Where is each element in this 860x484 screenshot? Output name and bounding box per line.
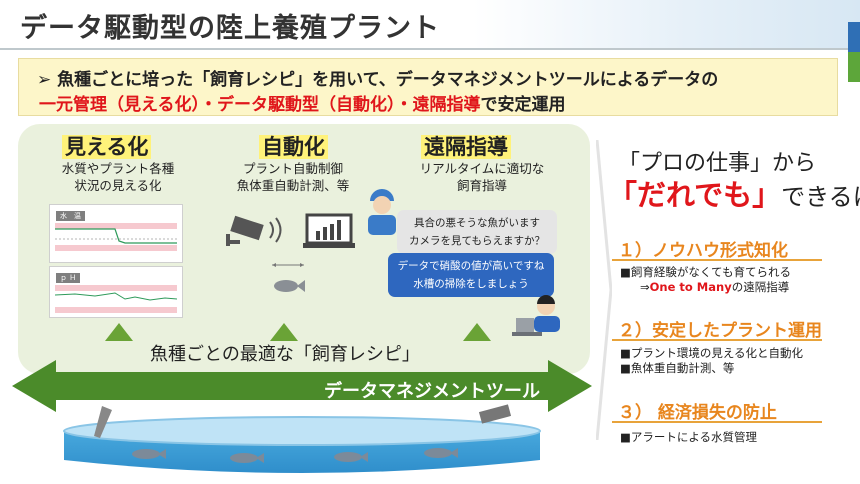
banner-line-1: ➢ 魚種ごとに培った「飼育レシピ」を用いて、データマネジメントツールによるデータ… <box>37 65 718 90</box>
summary-banner: ➢ 魚種ごとに培った「飼育レシピ」を用いて、データマネジメントツールによるデータ… <box>18 58 838 116</box>
column-sub-automation: プラント自動制御魚体重自動計測、等 <box>236 161 350 193</box>
point-3-heading: ３） 経済損失の防止 <box>618 403 777 423</box>
chart-label-temperature: 水 温 <box>56 211 85 221</box>
page-title: データ駆動型の陸上養殖プラント <box>20 13 440 44</box>
monitor-chart-icon <box>303 213 355 248</box>
up-arrow-3-icon <box>463 323 491 341</box>
corner-accent-green <box>848 52 860 82</box>
point-2-text: ■プラント環境の見える化と自動化 ■魚体重自動計測、等 <box>620 346 804 375</box>
recipe-label: 魚種ごとの最適な「飼育レシピ」 <box>150 344 420 365</box>
fish-weight-icon <box>272 263 305 292</box>
banner-line-2: 一元管理（見える化）・データ駆動型（自動化）・遠隔指導で安定運用 <box>39 90 566 115</box>
title-bar <box>0 0 860 48</box>
point-1-text: ■飼育経験がなくても育てられる ⇒One to Manyの遠隔指導 <box>620 265 791 294</box>
point-3-text: ■アラートによる水質管理 <box>620 430 758 444</box>
banner-line-1-text: 魚種ごとに培った「飼育レシピ」を用いて、データマネジメントツールによるデータの <box>57 70 719 90</box>
point-2-rule <box>612 339 822 341</box>
point-2-heading: ２）安定したプラント運用 <box>618 321 822 341</box>
up-arrow-2-icon <box>270 323 298 341</box>
temperature-line-icon <box>55 228 177 244</box>
banner-highlight: 一元管理（見える化）・データ駆動型（自動化）・遠隔指導 <box>39 95 481 115</box>
title-divider <box>0 48 860 50</box>
water-temperature-chart: 水 温 <box>49 204 183 263</box>
column-title-automation: 自動化 <box>259 131 328 161</box>
worker-person-icon <box>368 189 396 235</box>
column-sub-remote: リアルタイムに適切な飼育指導 <box>419 161 545 193</box>
expert-laptop-icon <box>512 295 560 336</box>
column-sub-visualization: 水質やプラント各種状況の見える化 <box>61 161 175 193</box>
data-management-tool-label: データマネジメントツール <box>324 381 540 402</box>
chart-label-ph: ｐ Ｈ <box>56 273 81 283</box>
right-title-line-1: 「プロの仕事」から <box>618 151 817 176</box>
corner-accent-blue <box>848 22 860 52</box>
answer-bubble: データで硝酸の値が高いですね水槽の掃除をしましょう <box>388 253 554 297</box>
camera-icon <box>226 215 282 246</box>
column-title-visualization: 見える化 <box>62 131 152 161</box>
ph-chart: ｐ Ｈ <box>49 266 183 318</box>
point-1-rule <box>612 259 822 261</box>
section-divider-icon <box>596 140 612 440</box>
double-arrow-icon <box>12 360 592 412</box>
right-title-line-2: 「だれでも」できるに <box>608 178 860 212</box>
point-3-rule <box>612 421 822 423</box>
column-title-remote: 遠隔指導 <box>421 131 511 161</box>
question-bubble: 具合の悪そうな魚がいますカメラを見てもらえますか？ <box>397 210 557 254</box>
up-arrow-1-icon <box>105 323 133 341</box>
banner-line-2-rest: で安定運用 <box>480 95 566 115</box>
point-1-heading: １）ノウハウ形式知化 <box>618 241 788 261</box>
fish-tank-icon <box>63 404 541 473</box>
banner-marker-icon: ➢ <box>37 70 52 90</box>
ph-line-icon <box>55 292 177 301</box>
